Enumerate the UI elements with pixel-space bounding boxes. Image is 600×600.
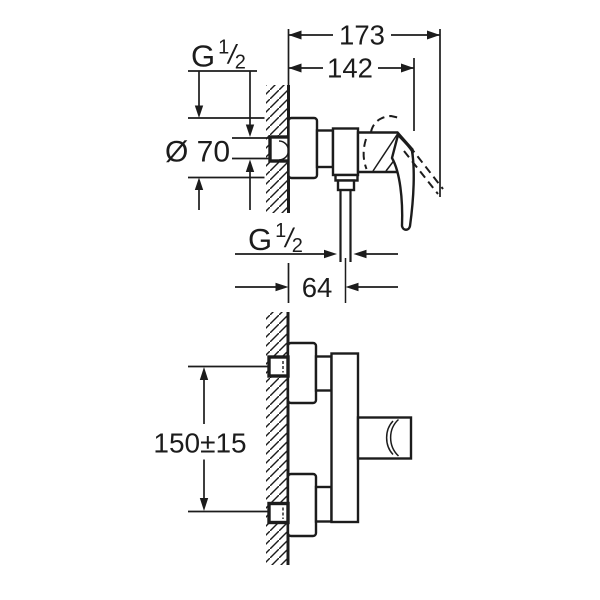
dim-64-label: 64: [302, 272, 333, 303]
inlet-fitting-bottom-front: [267, 501, 290, 525]
connector-step-side: [315, 129, 335, 169]
dimension-dia70: Ø 70: [165, 71, 265, 210]
dim-142-label: 142: [327, 53, 373, 84]
mixer-body-front: [267, 341, 413, 538]
escutcheon-bottom-front: [286, 472, 318, 538]
dashed-lever-line-1: [403, 150, 439, 195]
dim-dia70-label: Ø 70: [165, 136, 230, 169]
wall-hatch-front: [266, 312, 288, 565]
cartridge-body-side: [331, 127, 360, 177]
dim-173-label: 173: [339, 20, 385, 51]
mixer-body-side: [268, 116, 415, 303]
dimension-173: 173: [288, 20, 441, 197]
side-view: [266, 29, 444, 303]
connector-step-bottom-front: [314, 485, 333, 523]
connector-step-top-front: [314, 355, 333, 392]
escutcheon-top-front: [286, 341, 318, 405]
dashed-dome-outline: [370, 114, 401, 133]
handle-knob-arc-outer: [389, 418, 400, 457]
lever-blade-side: [390, 132, 415, 231]
body-column-front: [330, 352, 360, 524]
cap-detail-line-1: [372, 133, 399, 172]
lever-alt-position-dashed: [362, 114, 444, 195]
dimension-150: 150±15: [150, 365, 268, 513]
hose-nut: [336, 179, 356, 192]
dashed-front-edge: [362, 138, 368, 170]
handle-knob-arc-inner: [385, 420, 394, 456]
dim-150-label: 150±15: [153, 428, 246, 459]
lever-handle-front: [356, 416, 413, 460]
dashed-lever-line-2: [408, 145, 444, 190]
front-view: [266, 312, 413, 565]
inlet-fitting-top-front: [267, 355, 290, 378]
dimension-142: 142: [288, 53, 415, 131]
dimension-64: 64: [235, 263, 398, 303]
escutcheon-side: [287, 116, 319, 180]
